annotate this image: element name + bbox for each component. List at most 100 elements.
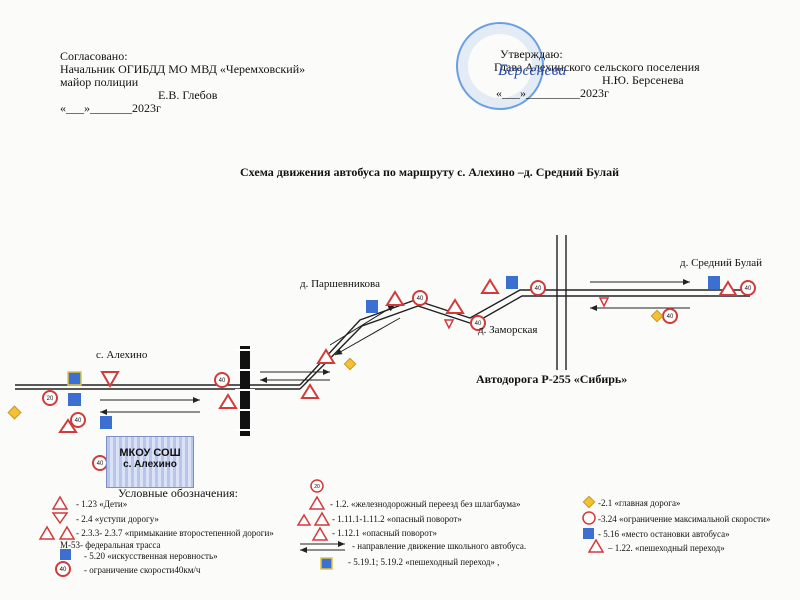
speed-values: 20 40 40 40 40 40 40 40 40 (47, 286, 752, 467)
speed-value: 40 (745, 286, 752, 292)
speed-bump-sign (67, 371, 82, 386)
speed-limit-sign (740, 280, 756, 296)
main-road-sign (650, 309, 664, 323)
legend-item: - 1.23 «Дети» (76, 499, 128, 509)
bus-stop-sign (708, 276, 720, 289)
approval-line-3: майор полиции (60, 75, 139, 89)
warning-sign (218, 393, 238, 409)
legend-item: - 5.16 «место остановки автобуса» (598, 529, 730, 539)
label-parshevnikova: д. Паршевникова (300, 278, 380, 290)
school-village: с. Алехино (123, 459, 177, 470)
give-way-sign (58, 418, 78, 433)
legend-item: - ограничение скорости40км/ч (84, 565, 201, 575)
speed-value: 40 (417, 296, 424, 302)
approve-line-4: «___»_________2023г (496, 86, 609, 100)
legend-item: -3.24 «ограничение максимальной скорости… (598, 514, 771, 524)
speed-value: 20 (47, 396, 54, 402)
bus-direction-arrows (100, 279, 690, 415)
legend-speed20-icon (310, 479, 324, 493)
legend-children-icon (51, 495, 69, 510)
approve-line-1: Утверждаю: (500, 47, 563, 61)
main-road-sign (343, 357, 357, 371)
approve-line-2: Глава Алехинского сельского поселения (494, 60, 700, 74)
speed-value: 40 (97, 461, 104, 467)
give-way-sign (443, 319, 455, 330)
warning-sign (480, 278, 500, 294)
legend-item: -2.1 «главная дорога» (598, 498, 681, 508)
legend-pedestrian-icon (587, 538, 605, 553)
label-zamorskaya: д. Заморская (478, 324, 538, 336)
speed-value: 40 (219, 378, 226, 384)
warning-sign (385, 290, 405, 306)
legend-turn-icon (296, 513, 312, 526)
bus-stop-sign (366, 300, 378, 313)
give-way-sign (598, 297, 610, 308)
speed-value: 40 (535, 286, 542, 292)
speed-value: 40 (667, 314, 674, 320)
road-segment (299, 289, 560, 386)
legend-speed-value: 40 (60, 567, 67, 573)
legend-item: - 2.4 «уступи дорогу» (76, 514, 159, 524)
speed-limit-sign (530, 280, 546, 296)
warning-sign (300, 383, 320, 399)
official-stamp (456, 22, 544, 110)
school-building: МКОУ СОШ с. Алехино (106, 436, 194, 488)
approve-block: Утверждаю: Глава Алехинского сельского п… (494, 48, 700, 100)
speed-limit-sign (42, 390, 58, 406)
speed-limit-sign (470, 315, 486, 331)
legend-railway-icon (308, 495, 326, 510)
approval-block: Согласовано: Начальник ОГИБДД МО МВД «Че… (60, 50, 305, 115)
legend-speed-bump-icon (60, 549, 71, 560)
direction-arrow (329, 304, 396, 346)
label-alekhino: с. Алехино (96, 349, 148, 361)
legend-item: - 1.2. «железнодорожный переезд без шлаг… (330, 499, 521, 509)
label-highway: Автодорога Р-255 «Сибирь» (476, 372, 628, 386)
diagram-title: Схема движения автобуса по маршруту с. А… (240, 165, 620, 179)
legend-title: Условные обозначения: (118, 486, 239, 500)
legend-item: - 1.12.1 «опасный поворот» (332, 528, 438, 538)
road-signs (7, 276, 756, 471)
roads (15, 235, 750, 390)
legend-give-way-icon (51, 512, 69, 525)
warning-sign (718, 280, 738, 296)
direction-arrow (334, 317, 401, 356)
legend-bus-stop-icon (583, 528, 594, 539)
legend-speed20-value: 20 (314, 484, 320, 490)
main-road-sign (7, 405, 22, 420)
approval-line-5: «___»_______2023г (60, 101, 161, 115)
road-segment (299, 295, 560, 390)
legend-crosswalk-icon (320, 557, 333, 570)
legend-item: - 5.20 «искусственная неровность» (84, 551, 218, 561)
legend-item: – 1.22. «пешеходный переход» (608, 543, 725, 553)
legend-symbols: 40 20 (38, 479, 605, 577)
legend-dangerous-turn-icon (311, 526, 329, 541)
speed-value: 40 (75, 418, 82, 424)
legend-max-speed-icon (582, 511, 596, 525)
legend-item: - 1.11.1-1.11.2 «опасный поворот» (332, 514, 462, 524)
speed-value: 40 (475, 321, 482, 327)
speed-limit-sign (412, 290, 428, 306)
warning-sign (316, 348, 336, 364)
legend-main-road-icon (582, 495, 596, 509)
approval-line-2: Начальник ОГИБДД МО МВД «Черемховский» (60, 62, 306, 76)
signature: Берсенева (498, 62, 567, 79)
children-sign (100, 371, 120, 389)
bus-stop-sign (506, 276, 518, 289)
legend-junction-icon (58, 525, 76, 540)
legend-item: - направление движение школьного автобус… (352, 541, 527, 551)
legend-junction-icon (38, 525, 56, 540)
speed-limit-sign (214, 372, 230, 388)
legend-turn-icon (313, 511, 331, 526)
legend-item: - 5.19.1; 5.19.2 «пешеходный переход» , (348, 557, 500, 567)
legend-item: - 2.3.3- 2.3.7 «примыкание второстепенно… (76, 528, 274, 538)
legend-speed-icon (55, 561, 71, 577)
approval-line-4: Е.В. Глебов (158, 88, 218, 102)
approve-line-3: Н.Ю. Берсенева (602, 73, 684, 87)
school-name: МКОУ СОШ (119, 447, 181, 459)
warning-sign (445, 298, 465, 314)
legend-item: М-53- федеральная трасса (60, 540, 161, 550)
label-sredniy-bulay: д. Средний Булай (680, 257, 762, 269)
speed-limit-sign (70, 412, 86, 428)
bus-stop-sign (100, 416, 112, 429)
